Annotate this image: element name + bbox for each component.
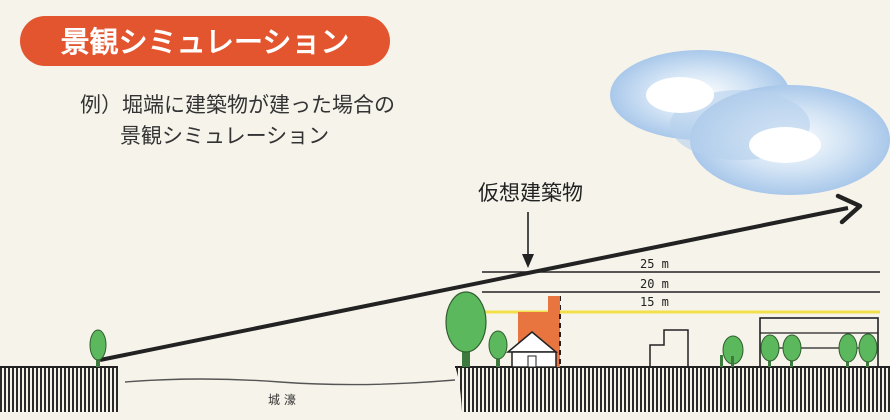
tree-small-1 — [488, 330, 508, 367]
height-label-15m: 15 m — [640, 295, 669, 309]
framed-structure — [759, 317, 879, 368]
title-badge-background — [20, 16, 390, 66]
height-label-20m: 20 m — [640, 277, 669, 291]
cloud-highlight-2 — [749, 127, 821, 163]
virtual-building-label: 仮想建築物 — [478, 181, 583, 205]
tree-left-bank — [89, 329, 107, 367]
outline-building — [649, 329, 689, 367]
moat-label: 城 濠 — [268, 392, 296, 407]
title-badge-text: 景観シミュレーション — [61, 25, 350, 59]
sight-line-arrow — [99, 193, 863, 362]
ground-right-bank — [455, 367, 890, 412]
description-line-1: 例）堀端に建築物が建った場合の — [80, 93, 395, 117]
height-label-25m: 25 m — [640, 257, 669, 271]
tree-small-2 — [720, 335, 744, 367]
ground-left-bank — [0, 367, 118, 412]
moat-water-line — [124, 378, 456, 386]
cloud-highlight-1 — [646, 77, 714, 113]
height-reference-lines: 25 m 20 m 15 m — [482, 257, 880, 314]
title-badge: 景観シミュレーション — [20, 16, 390, 66]
tree-large — [445, 291, 487, 367]
building-pointer-arrow — [522, 212, 534, 268]
ground — [0, 366, 890, 412]
sky-clouds — [610, 50, 890, 195]
house — [505, 331, 559, 368]
tree-row-right — [760, 333, 878, 367]
description-line-2: 景観シミュレーション — [120, 124, 329, 148]
